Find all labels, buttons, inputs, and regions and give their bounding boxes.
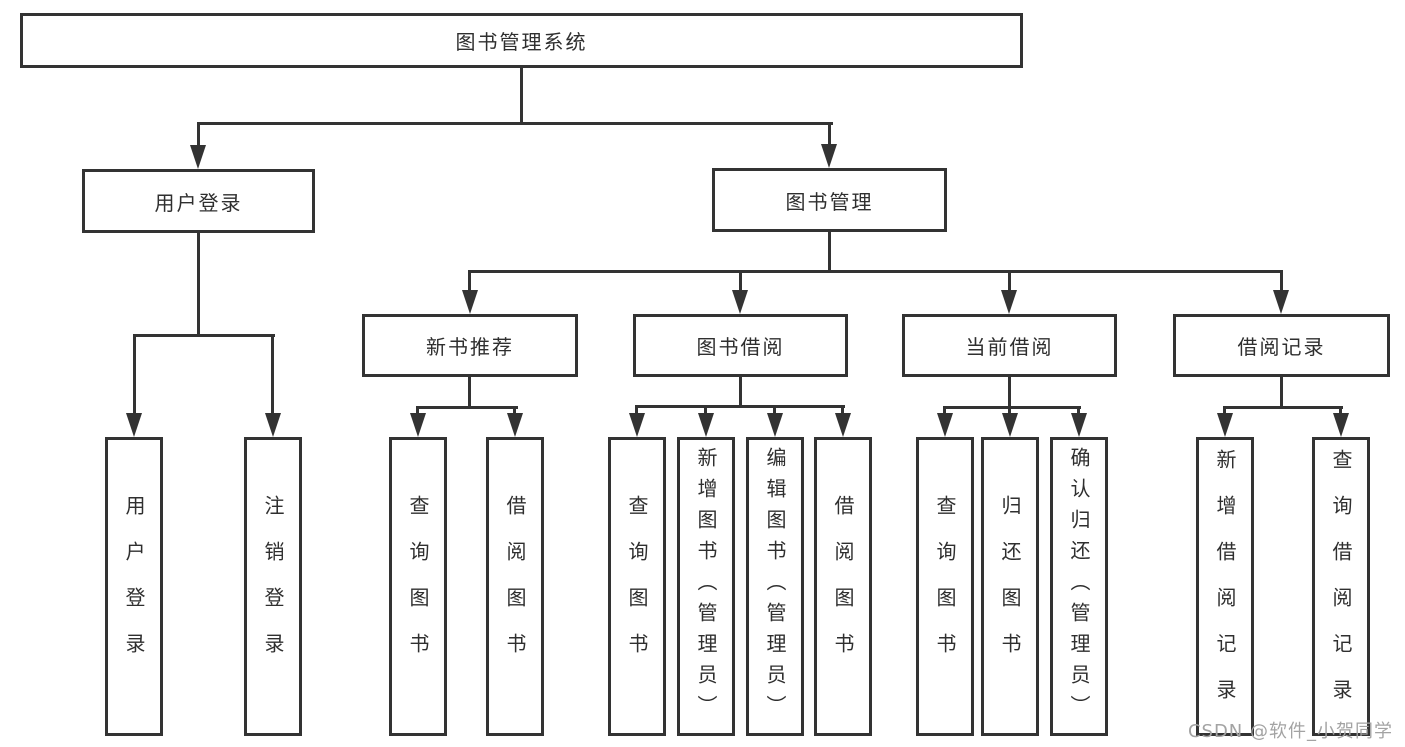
connector-vline <box>773 405 776 414</box>
connector-vline <box>1280 270 1283 292</box>
connector-vline <box>197 122 200 148</box>
leaf-add-borrow-record: 新增借阅记录 <box>1196 437 1254 736</box>
node-label: 当前借阅 <box>965 335 1054 359</box>
node-label: 编辑图书（管理员） <box>763 447 787 726</box>
connector-hline <box>469 270 1282 273</box>
arrowhead-down <box>1333 413 1349 437</box>
connector-vline <box>513 406 516 415</box>
arrowhead-down <box>698 413 714 437</box>
connector-hline <box>417 406 518 409</box>
connector-hline <box>636 405 845 408</box>
leaf-borrow-books-borrowing: 借阅图书 <box>814 437 872 736</box>
node-label: 用户登录 <box>122 494 146 679</box>
connector-vline <box>828 122 831 147</box>
arrowhead-down <box>1217 413 1233 437</box>
node-new-book-recommendation: 新书推荐 <box>362 314 578 377</box>
node-label: 归还图书 <box>998 494 1022 679</box>
leaf-query-borrow-record: 查询借阅记录 <box>1312 437 1370 736</box>
connector-vline <box>635 405 638 414</box>
connector-vline <box>841 405 844 414</box>
leaf-borrow-books-recommend: 借阅图书 <box>486 437 544 736</box>
connector-vline <box>1223 406 1226 415</box>
node-label: 图书管理系统 <box>455 30 588 54</box>
node-label: 查询借阅记录 <box>1329 448 1353 725</box>
arrowhead-down <box>265 413 281 437</box>
connector-vline <box>468 377 471 408</box>
connector-vline <box>520 68 523 125</box>
connector-vline <box>1008 406 1011 415</box>
connector-vline <box>133 334 136 415</box>
arrowhead-down <box>732 290 748 314</box>
leaf-return-books: 归还图书 <box>981 437 1039 736</box>
node-label: 图书管理 <box>785 189 874 214</box>
arrowhead-down <box>410 413 426 437</box>
arrowhead-down <box>1002 413 1018 437</box>
connector-vline <box>1077 406 1080 415</box>
arrowhead-down <box>190 145 206 169</box>
connector-vline <box>943 406 946 415</box>
arrowhead-down <box>126 413 142 437</box>
node-library-system: 图书管理系统 <box>20 13 1023 68</box>
node-label: 借阅记录 <box>1237 335 1326 359</box>
leaf-user-login: 用户登录 <box>105 437 163 736</box>
arrowhead-down <box>1273 290 1289 314</box>
arrowhead-down <box>462 290 478 314</box>
node-user-login: 用户登录 <box>82 169 315 233</box>
connector-hline <box>944 406 1081 409</box>
connector-vline <box>1280 377 1283 408</box>
node-label: 借阅图书 <box>503 494 527 679</box>
node-label: 借阅图书 <box>831 494 855 679</box>
leaf-edit-book-admin: 编辑图书（管理员） <box>746 437 804 736</box>
arrowhead-down <box>937 413 953 437</box>
node-label: 查询图书 <box>406 494 430 679</box>
node-label: 确认归还（管理员） <box>1067 447 1091 726</box>
node-label: 图书借阅 <box>696 335 785 359</box>
leaf-confirm-return-admin: 确认归还（管理员） <box>1050 437 1108 736</box>
connector-vline <box>1008 270 1011 292</box>
leaf-query-books-current: 查询图书 <box>916 437 974 736</box>
arrowhead-down <box>507 413 523 437</box>
arrowhead-down <box>767 413 783 437</box>
node-label: 注销登录 <box>261 494 285 679</box>
connector-vline <box>1008 377 1011 408</box>
connector-vline <box>197 233 200 336</box>
node-label: 新书推荐 <box>426 335 514 359</box>
connector-vline <box>271 334 274 415</box>
leaf-query-books-borrowing: 查询图书 <box>608 437 666 736</box>
csdn-watermark: CSDN @软件_小贺同学 <box>1187 721 1393 742</box>
node-book-management: 图书管理 <box>712 168 947 232</box>
node-book-borrowing: 图书借阅 <box>633 314 848 377</box>
arrowhead-down <box>1001 290 1017 314</box>
node-label: 新增借阅记录 <box>1213 448 1237 725</box>
connector-vline <box>739 377 742 407</box>
connector-hline <box>197 122 833 125</box>
connector-vline <box>704 405 707 414</box>
connector-hline <box>133 334 275 337</box>
leaf-query-books-recommend: 查询图书 <box>389 437 447 736</box>
arrowhead-down <box>835 413 851 437</box>
node-label: 查询图书 <box>933 494 957 679</box>
arrowhead-down <box>821 144 837 168</box>
connector-vline <box>416 406 419 415</box>
connector-hline <box>1224 406 1343 409</box>
connector-vline <box>468 270 471 292</box>
leaf-logout: 注销登录 <box>244 437 302 736</box>
node-label: 用户登录 <box>154 190 243 215</box>
node-borrowing-records: 借阅记录 <box>1173 314 1390 377</box>
connector-vline <box>739 270 742 292</box>
node-current-borrowing: 当前借阅 <box>902 314 1117 377</box>
leaf-add-book-admin: 新增图书（管理员） <box>677 437 735 736</box>
arrowhead-down <box>629 413 645 437</box>
node-label: 新增图书（管理员） <box>694 447 718 726</box>
arrowhead-down <box>1071 413 1087 437</box>
node-label: 查询图书 <box>625 494 649 679</box>
connector-vline <box>828 232 831 272</box>
connector-vline <box>1339 406 1342 415</box>
